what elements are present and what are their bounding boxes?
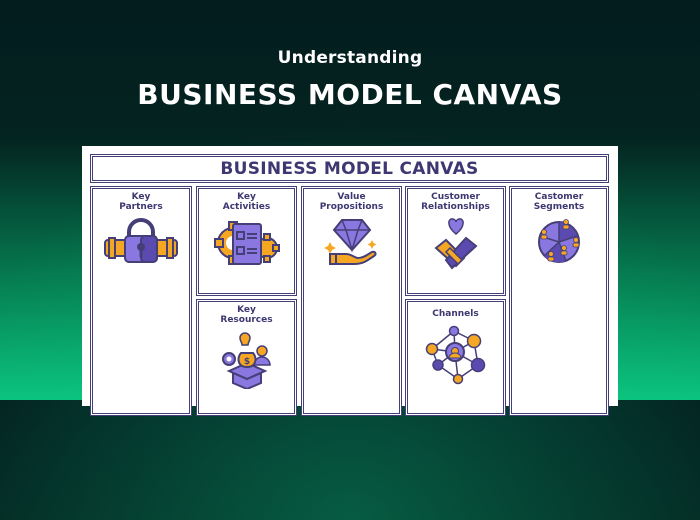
block-label: Channels — [432, 309, 479, 319]
block-customer-segments: Castomer Segments — [509, 186, 609, 416]
block-label: Customer Relationships — [421, 192, 490, 212]
block-key-resources: Key Resources $ — [196, 299, 297, 416]
block-key-partners: Key Partners — [90, 186, 192, 416]
block-label: Value Propositions — [319, 192, 384, 212]
diamond-hand-icon — [323, 219, 376, 265]
block-channels: Channels — [405, 299, 506, 416]
block-label: Key Partners — [119, 192, 163, 212]
svg-text:$: $ — [243, 357, 249, 367]
canvas-title: BUSINESS MODEL CANVAS — [90, 154, 609, 183]
page-title: BUSINESS MODEL CANVAS — [137, 78, 563, 111]
heart-handshake-icon — [433, 218, 478, 270]
block-label: Castomer Segments — [533, 192, 585, 212]
block-label: Key Activities — [222, 192, 271, 212]
segmented-people-pie-icon — [538, 219, 580, 263]
gear-checklist-icon — [213, 221, 280, 265]
block-label: Key Resources — [220, 305, 273, 325]
network-nodes-icon — [425, 325, 485, 385]
handshake-lock-icon — [104, 218, 178, 263]
block-value-propositions: Value Propositions — [301, 186, 402, 416]
block-customer-relationships: Customer Relationships — [405, 186, 506, 296]
resources-box-icon: $ — [221, 332, 271, 389]
block-key-activities: Key Activities — [196, 186, 297, 296]
canvas-sheet: BUSINESS MODEL CANVAS Key Partners Key A… — [82, 146, 618, 416]
page-subtitle: Understanding — [277, 48, 423, 68]
canvas-title-text: BUSINESS MODEL CANVAS — [220, 158, 479, 179]
